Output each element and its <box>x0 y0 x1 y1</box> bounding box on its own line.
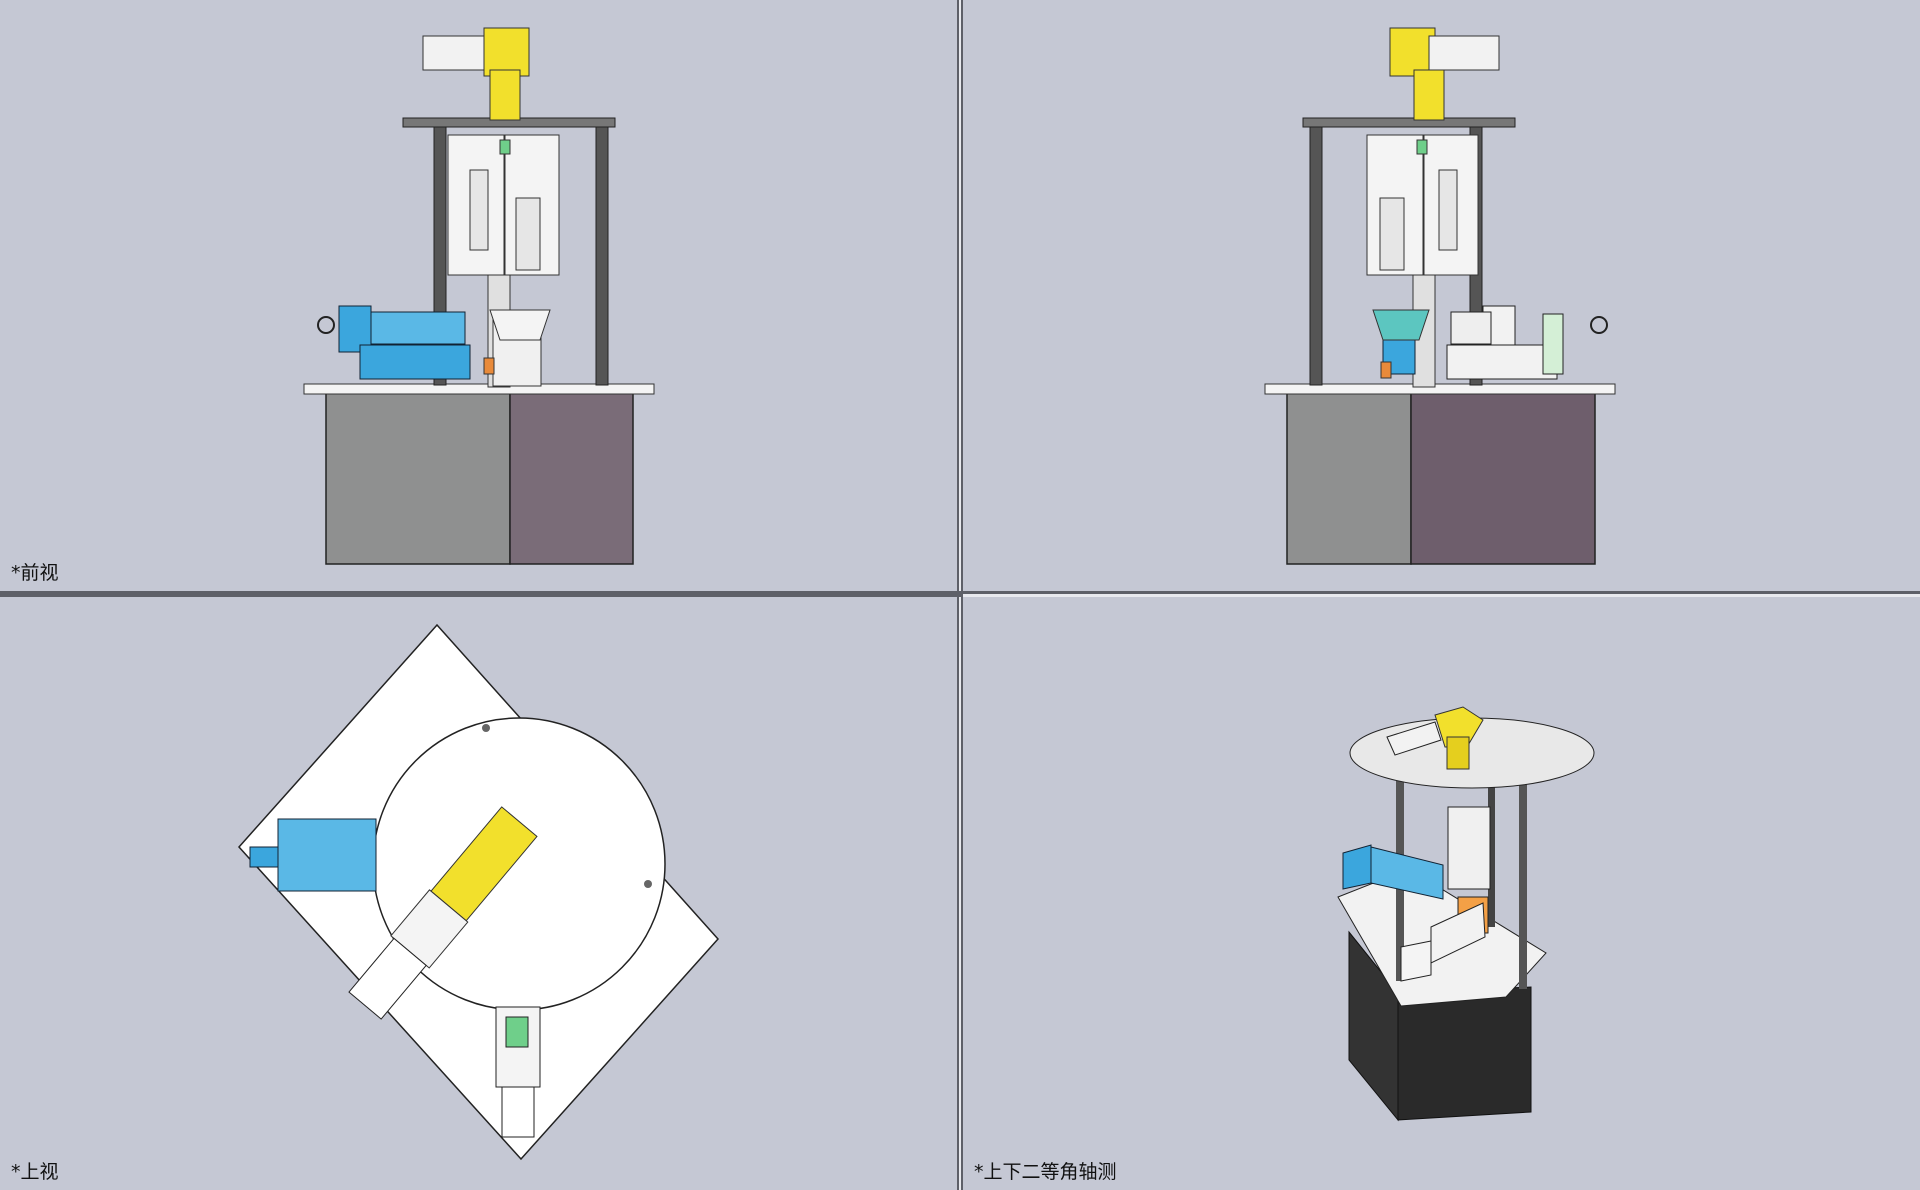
viewport-iso-label: *上下二等角轴测 <box>974 1161 1117 1183</box>
viewport-horizontal-splitter[interactable] <box>0 591 1920 597</box>
back-view-model <box>1264 27 1616 565</box>
viewport-top-label: *上视 <box>11 1161 59 1183</box>
isometric-view-model <box>1337 706 1595 1122</box>
cabinet-base <box>1286 392 1596 565</box>
yellow-motor-assembly <box>1386 706 1484 770</box>
viewport-front[interactable]: *前视 <box>0 0 957 591</box>
yellow-motor-assembly <box>1389 27 1500 121</box>
top-plate <box>1302 117 1516 128</box>
bottom-actuator-top <box>495 1006 541 1138</box>
white-actuator-iso <box>1400 902 1486 982</box>
blue-actuator-top <box>249 818 377 892</box>
base-plate <box>1264 383 1616 395</box>
base-plate <box>303 383 655 395</box>
white-linear-actuator <box>1446 305 1608 380</box>
viewport-front-label: *前视 <box>11 562 59 584</box>
front-view-model <box>303 27 655 565</box>
blue-linear-actuator <box>317 305 471 380</box>
top-view-model <box>237 623 720 1161</box>
central-mechanism <box>447 134 560 388</box>
viewport-back[interactable] <box>963 0 1920 591</box>
cabinet-base <box>325 392 634 565</box>
viewport-horizontal-splitter-highlight <box>963 594 1920 597</box>
yellow-motor-top[interactable] <box>346 806 539 1022</box>
central-mechanism <box>1366 134 1479 388</box>
yellow-motor-assembly <box>422 27 530 121</box>
viewport-iso[interactable]: *上下二等角轴测 <box>963 597 1920 1190</box>
blue-actuator-iso <box>1342 844 1444 900</box>
viewport-top[interactable]: *上视 <box>0 597 957 1190</box>
